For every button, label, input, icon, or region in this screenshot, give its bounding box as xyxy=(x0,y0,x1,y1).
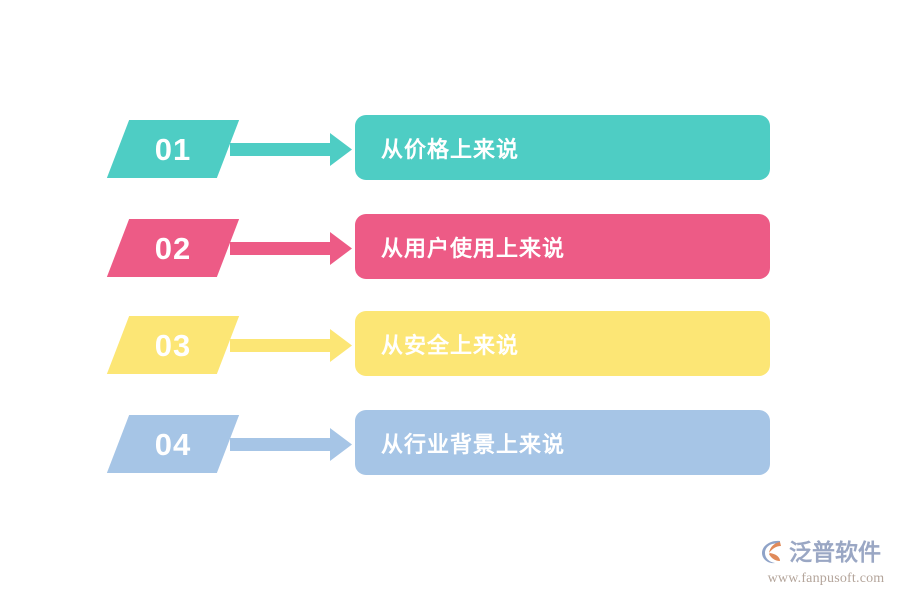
watermark-brand-name: 泛普软件 xyxy=(789,538,881,565)
process-row: 02 从用户使用上来说 xyxy=(0,214,900,284)
number-badge-01[interactable]: 01 xyxy=(106,120,240,178)
row-label-text: 从安全上来说 xyxy=(381,332,520,358)
process-row: 01 从价格上来说 xyxy=(0,115,900,185)
arrow-04 xyxy=(230,428,352,461)
arrow-01 xyxy=(230,133,352,166)
process-row: 03 从安全上来说 xyxy=(0,311,900,381)
watermark-brand-row: 泛普软件 xyxy=(758,534,894,570)
arrow-02 xyxy=(230,232,352,265)
badge-number-label: 02 xyxy=(154,230,192,266)
number-badge-04[interactable]: 04 xyxy=(106,415,240,473)
row-label-text: 从行业背景上来说 xyxy=(381,431,566,457)
watermark-url: www.fanpusoft.com xyxy=(767,571,885,586)
label-box-04[interactable]: 从行业背景上来说 xyxy=(355,410,770,475)
label-box-02[interactable]: 从用户使用上来说 xyxy=(355,214,770,279)
badge-number-label: 04 xyxy=(154,426,192,462)
number-badge-02[interactable]: 02 xyxy=(106,219,240,277)
badge-number-label: 01 xyxy=(154,131,192,167)
label-box-01[interactable]: 从价格上来说 xyxy=(355,115,770,180)
watermark: 泛普软件 www.fanpusoft.com xyxy=(758,534,894,590)
number-badge-03[interactable]: 03 xyxy=(106,316,240,374)
label-box-03[interactable]: 从安全上来说 xyxy=(355,311,770,376)
badge-number-label: 03 xyxy=(154,327,192,363)
row-label-text: 从用户使用上来说 xyxy=(381,235,566,261)
row-label-text: 从价格上来说 xyxy=(381,136,520,162)
process-row: 04 从行业背景上来说 xyxy=(0,410,900,480)
arrow-03 xyxy=(230,329,352,362)
fanpu-swoosh-logo-icon xyxy=(758,537,788,567)
